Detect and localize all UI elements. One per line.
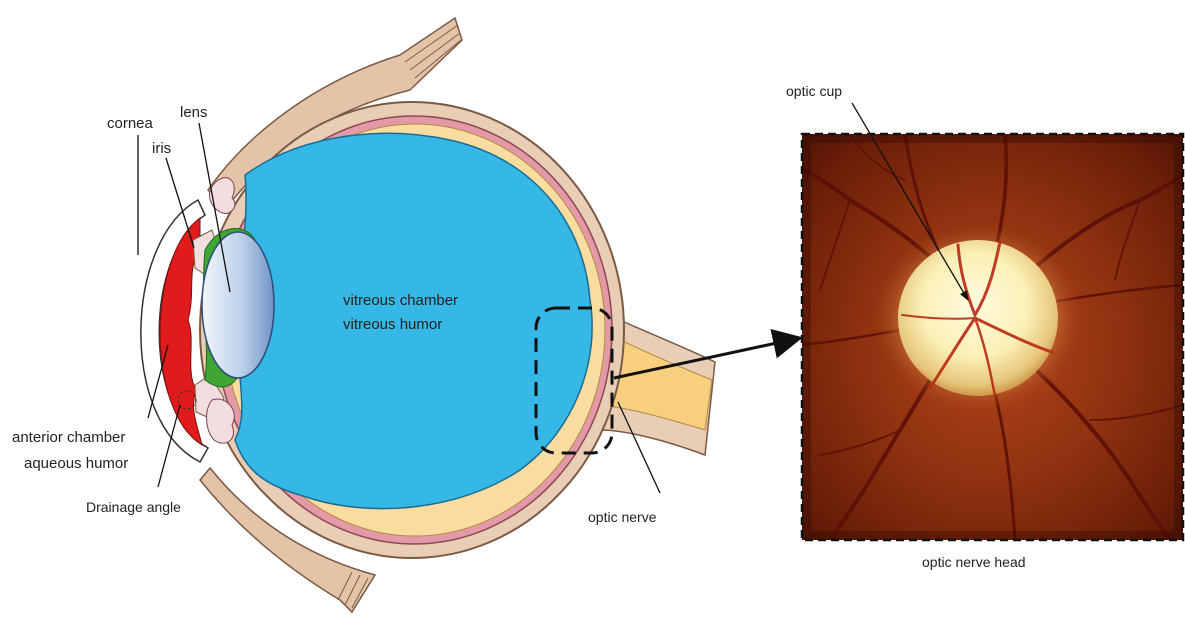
label-cornea: cornea <box>107 115 154 132</box>
label-lens: lens <box>180 104 208 121</box>
label-vitreous-chamber: vitreous chamber <box>343 292 458 309</box>
label-anterior-chamber: anterior chamber <box>12 429 125 446</box>
label-optic-nerve: optic nerve <box>588 509 657 525</box>
label-aqueous-humor: aqueous humor <box>24 455 128 472</box>
label-iris: iris <box>152 140 171 157</box>
lens <box>202 232 274 378</box>
label-optic-nerve-head: optic nerve head <box>922 554 1026 570</box>
label-vitreous-humor: vitreous humor <box>343 316 442 333</box>
fundus-photo <box>802 134 1183 540</box>
label-optic-cup: optic cup <box>786 83 842 99</box>
ciliary-process-lower <box>207 399 235 443</box>
label-drainage-angle: Drainage angle <box>86 499 181 515</box>
